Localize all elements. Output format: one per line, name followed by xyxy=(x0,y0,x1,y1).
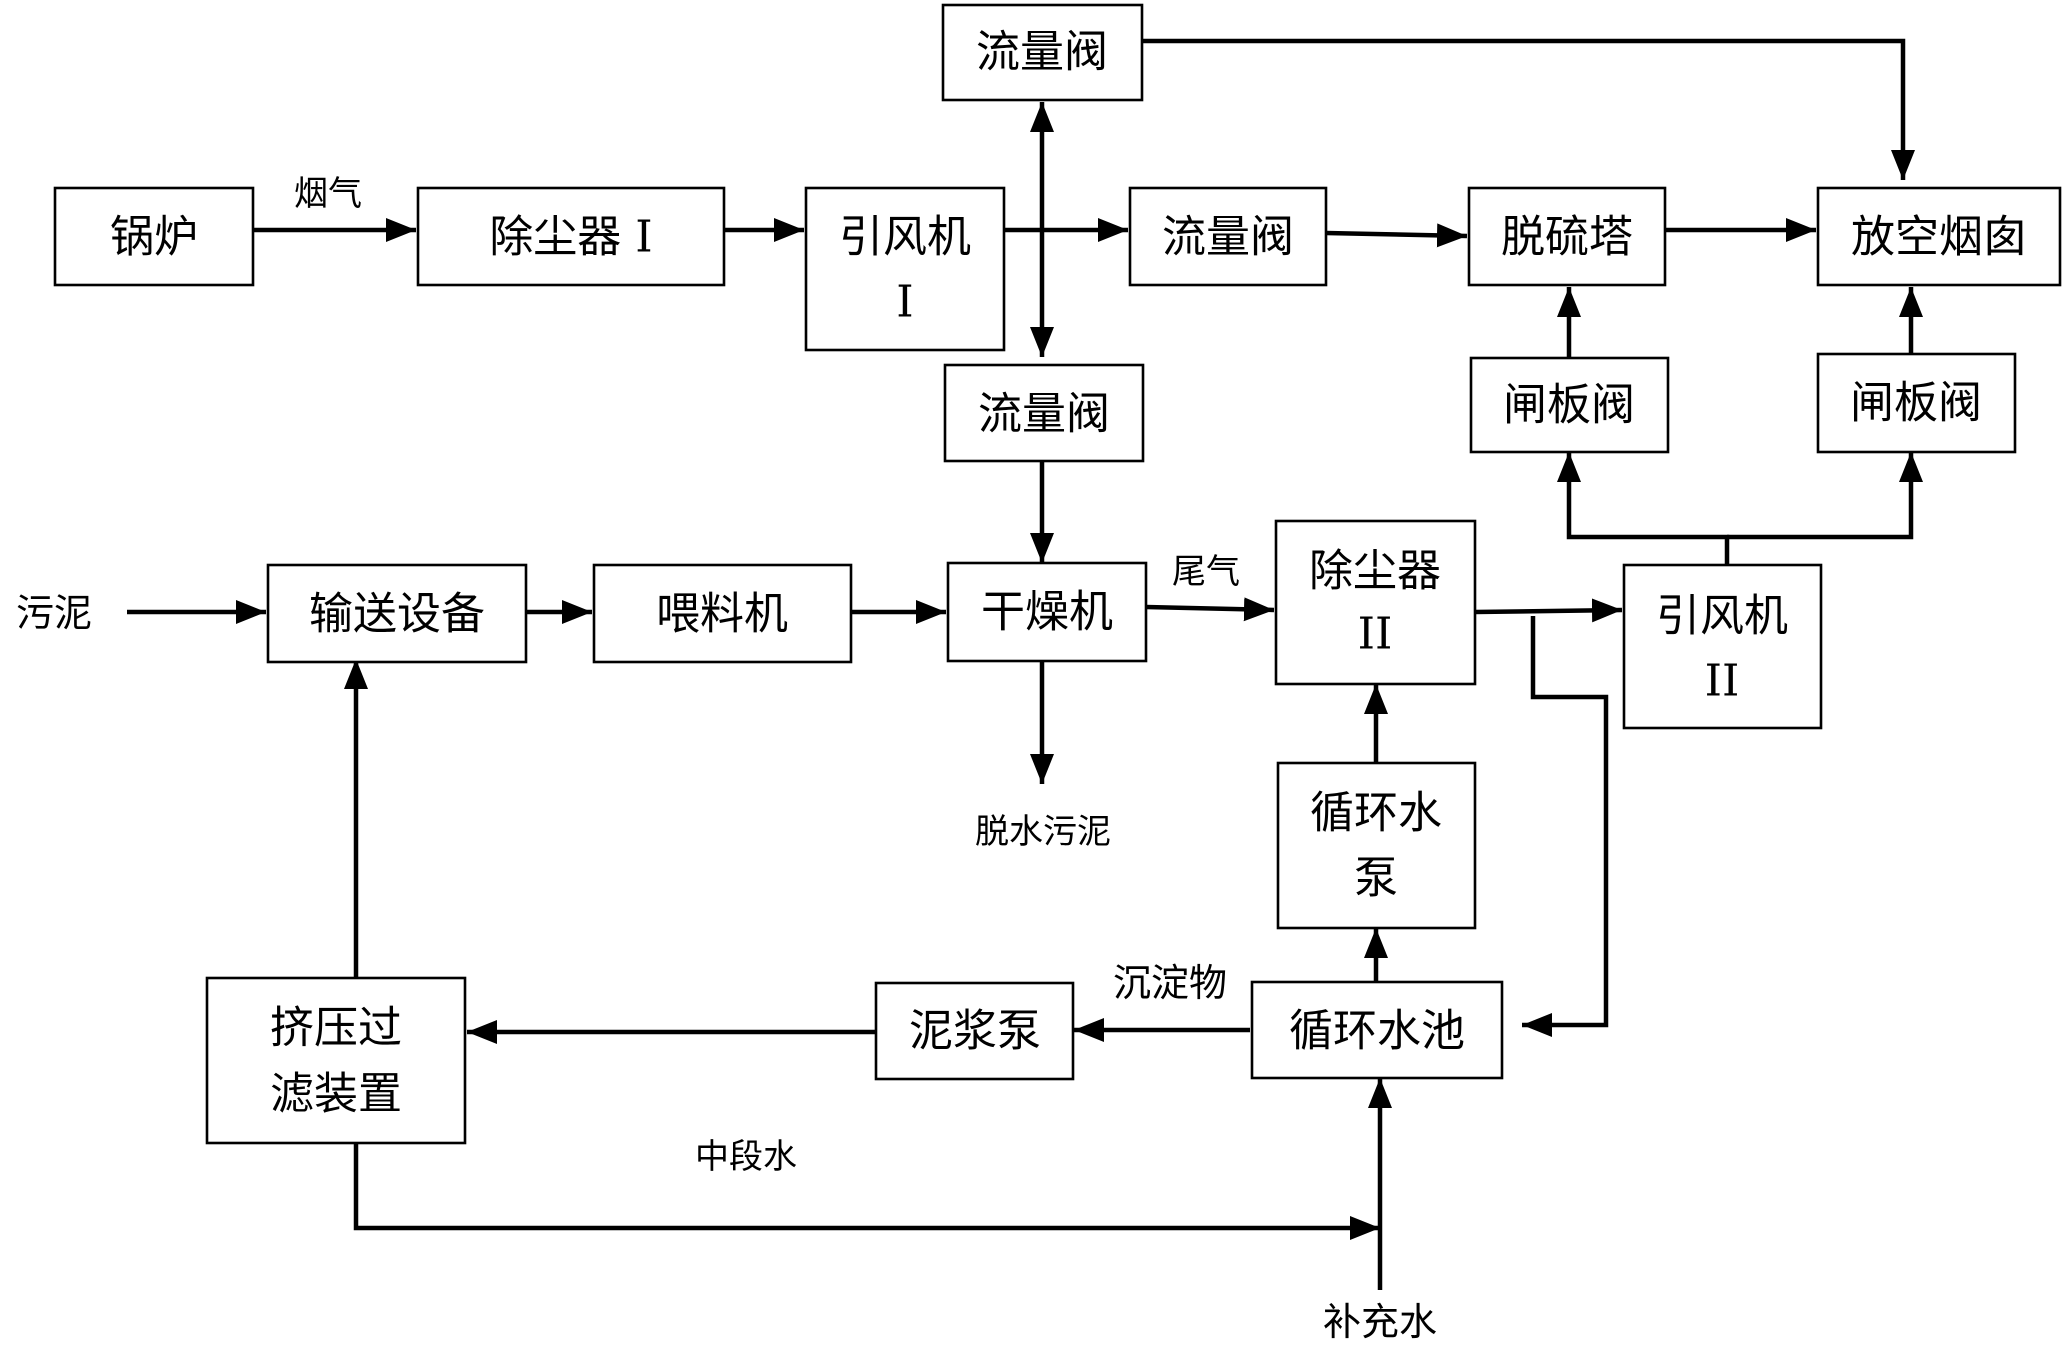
slurry-pump-box: 泥浆泵 xyxy=(874,981,1075,1081)
dust-collector-2-label-line2: II xyxy=(1358,609,1393,660)
edge-dryer-to-dust-collector-2 xyxy=(1145,597,1275,622)
press-filter-box: 挤压过 滤装置 xyxy=(205,976,467,1145)
gate-valve-right-label: 闸板阀 xyxy=(1850,378,1982,429)
boiler-label: 锅炉 xyxy=(110,212,198,263)
circulating-pump-box: 循环水 泵 xyxy=(1276,761,1477,930)
dryer-label: 干燥机 xyxy=(981,587,1113,638)
dewatered-sludge-label: 脱水污泥 xyxy=(975,812,1111,852)
conveyor-box: 输送设备 xyxy=(266,563,528,664)
edge-filter-to-makeup-line xyxy=(353,1143,1380,1240)
feeder-label: 喂料机 xyxy=(656,589,788,640)
sludge-input-label: 污泥 xyxy=(16,591,92,635)
circulating-pump-label-line2: 泵 xyxy=(1354,853,1398,904)
flow-valve-low-box: 流量阀 xyxy=(943,363,1145,463)
tail-gas-label: 尾气 xyxy=(1172,552,1240,592)
dust-collector-1-label: 除尘器 I xyxy=(489,212,652,263)
edge-dust-collector-2-to-fan-2 xyxy=(1474,598,1623,623)
circulating-pool-box: 循环水池 xyxy=(1250,980,1504,1080)
flow-valve-mid-box: 流量阀 xyxy=(1128,186,1328,287)
press-filter-label-line1: 挤压过 xyxy=(270,1003,402,1054)
fan-1-label-line2: I xyxy=(896,277,913,328)
fan-2-label-line1: 引风机 xyxy=(1656,591,1788,642)
flow-valve-low-label: 流量阀 xyxy=(978,389,1110,440)
edge-dust-collector-2-to-pool xyxy=(1522,616,1609,1037)
conveyor-label: 输送设备 xyxy=(309,589,485,640)
feeder-box: 喂料机 xyxy=(592,563,853,664)
circulating-pool-label: 循环水池 xyxy=(1289,1006,1465,1057)
dust-collector-2-label-line1: 除尘器 xyxy=(1309,546,1441,597)
middle-water-label: 中段水 xyxy=(695,1137,797,1177)
gate-valve-left-label: 闸板阀 xyxy=(1503,380,1635,431)
dust-collector-2-box: 除尘器 II xyxy=(1274,519,1477,686)
edge-fan-2-to-gate-valve-right xyxy=(1727,452,1923,540)
dust-collector-1-box: 除尘器 I xyxy=(416,186,726,287)
edge-fan-2-to-gate-valves xyxy=(1557,452,1730,565)
flow-valve-mid-label: 流量阀 xyxy=(1162,212,1294,263)
gate-valve-left-box: 闸板阀 xyxy=(1469,356,1670,454)
stack-box: 放空烟囱 xyxy=(1816,186,2062,287)
gate-valve-right-box: 闸板阀 xyxy=(1816,352,2017,454)
edges xyxy=(127,38,1923,1290)
nodes: 锅炉 除尘器 I 引风机 I 流量阀 流量阀 流量阀 脱硫塔 放空 xyxy=(53,3,2062,1145)
sediment-label: 沉淀物 xyxy=(1113,961,1227,1005)
circulating-pump-label-line1: 循环水 xyxy=(1310,788,1442,839)
makeup-water-label: 补充水 xyxy=(1323,1300,1437,1344)
fan-2-box: 引风机 II xyxy=(1622,563,1823,730)
fan-1-box: 引风机 I xyxy=(804,186,1006,352)
desulfurization-tower-label: 脱硫塔 xyxy=(1501,212,1633,263)
edge-flow-valve-mid-to-desulfurization xyxy=(1325,223,1468,248)
stack-label: 放空烟囱 xyxy=(1851,212,2027,263)
flue-gas-label: 烟气 xyxy=(294,174,362,214)
dryer-box: 干燥机 xyxy=(946,561,1148,663)
flow-valve-top-box: 流量阀 xyxy=(941,3,1144,102)
press-filter-label-line2: 滤装置 xyxy=(270,1069,402,1120)
boiler-box: 锅炉 xyxy=(53,186,255,287)
desulfurization-tower-box: 脱硫塔 xyxy=(1467,186,1667,287)
fan-2-label-line2: II xyxy=(1705,656,1740,707)
edge-flow-valve-top-to-stack xyxy=(1142,38,1915,180)
fan-1-label-line1: 引风机 xyxy=(839,212,971,263)
flow-valve-top-label: 流量阀 xyxy=(976,27,1108,78)
labels: 烟气 污泥 尾气 脱水污泥 沉淀物 中段水 补充水 xyxy=(16,174,1437,1344)
slurry-pump-label: 泥浆泵 xyxy=(909,1006,1041,1057)
